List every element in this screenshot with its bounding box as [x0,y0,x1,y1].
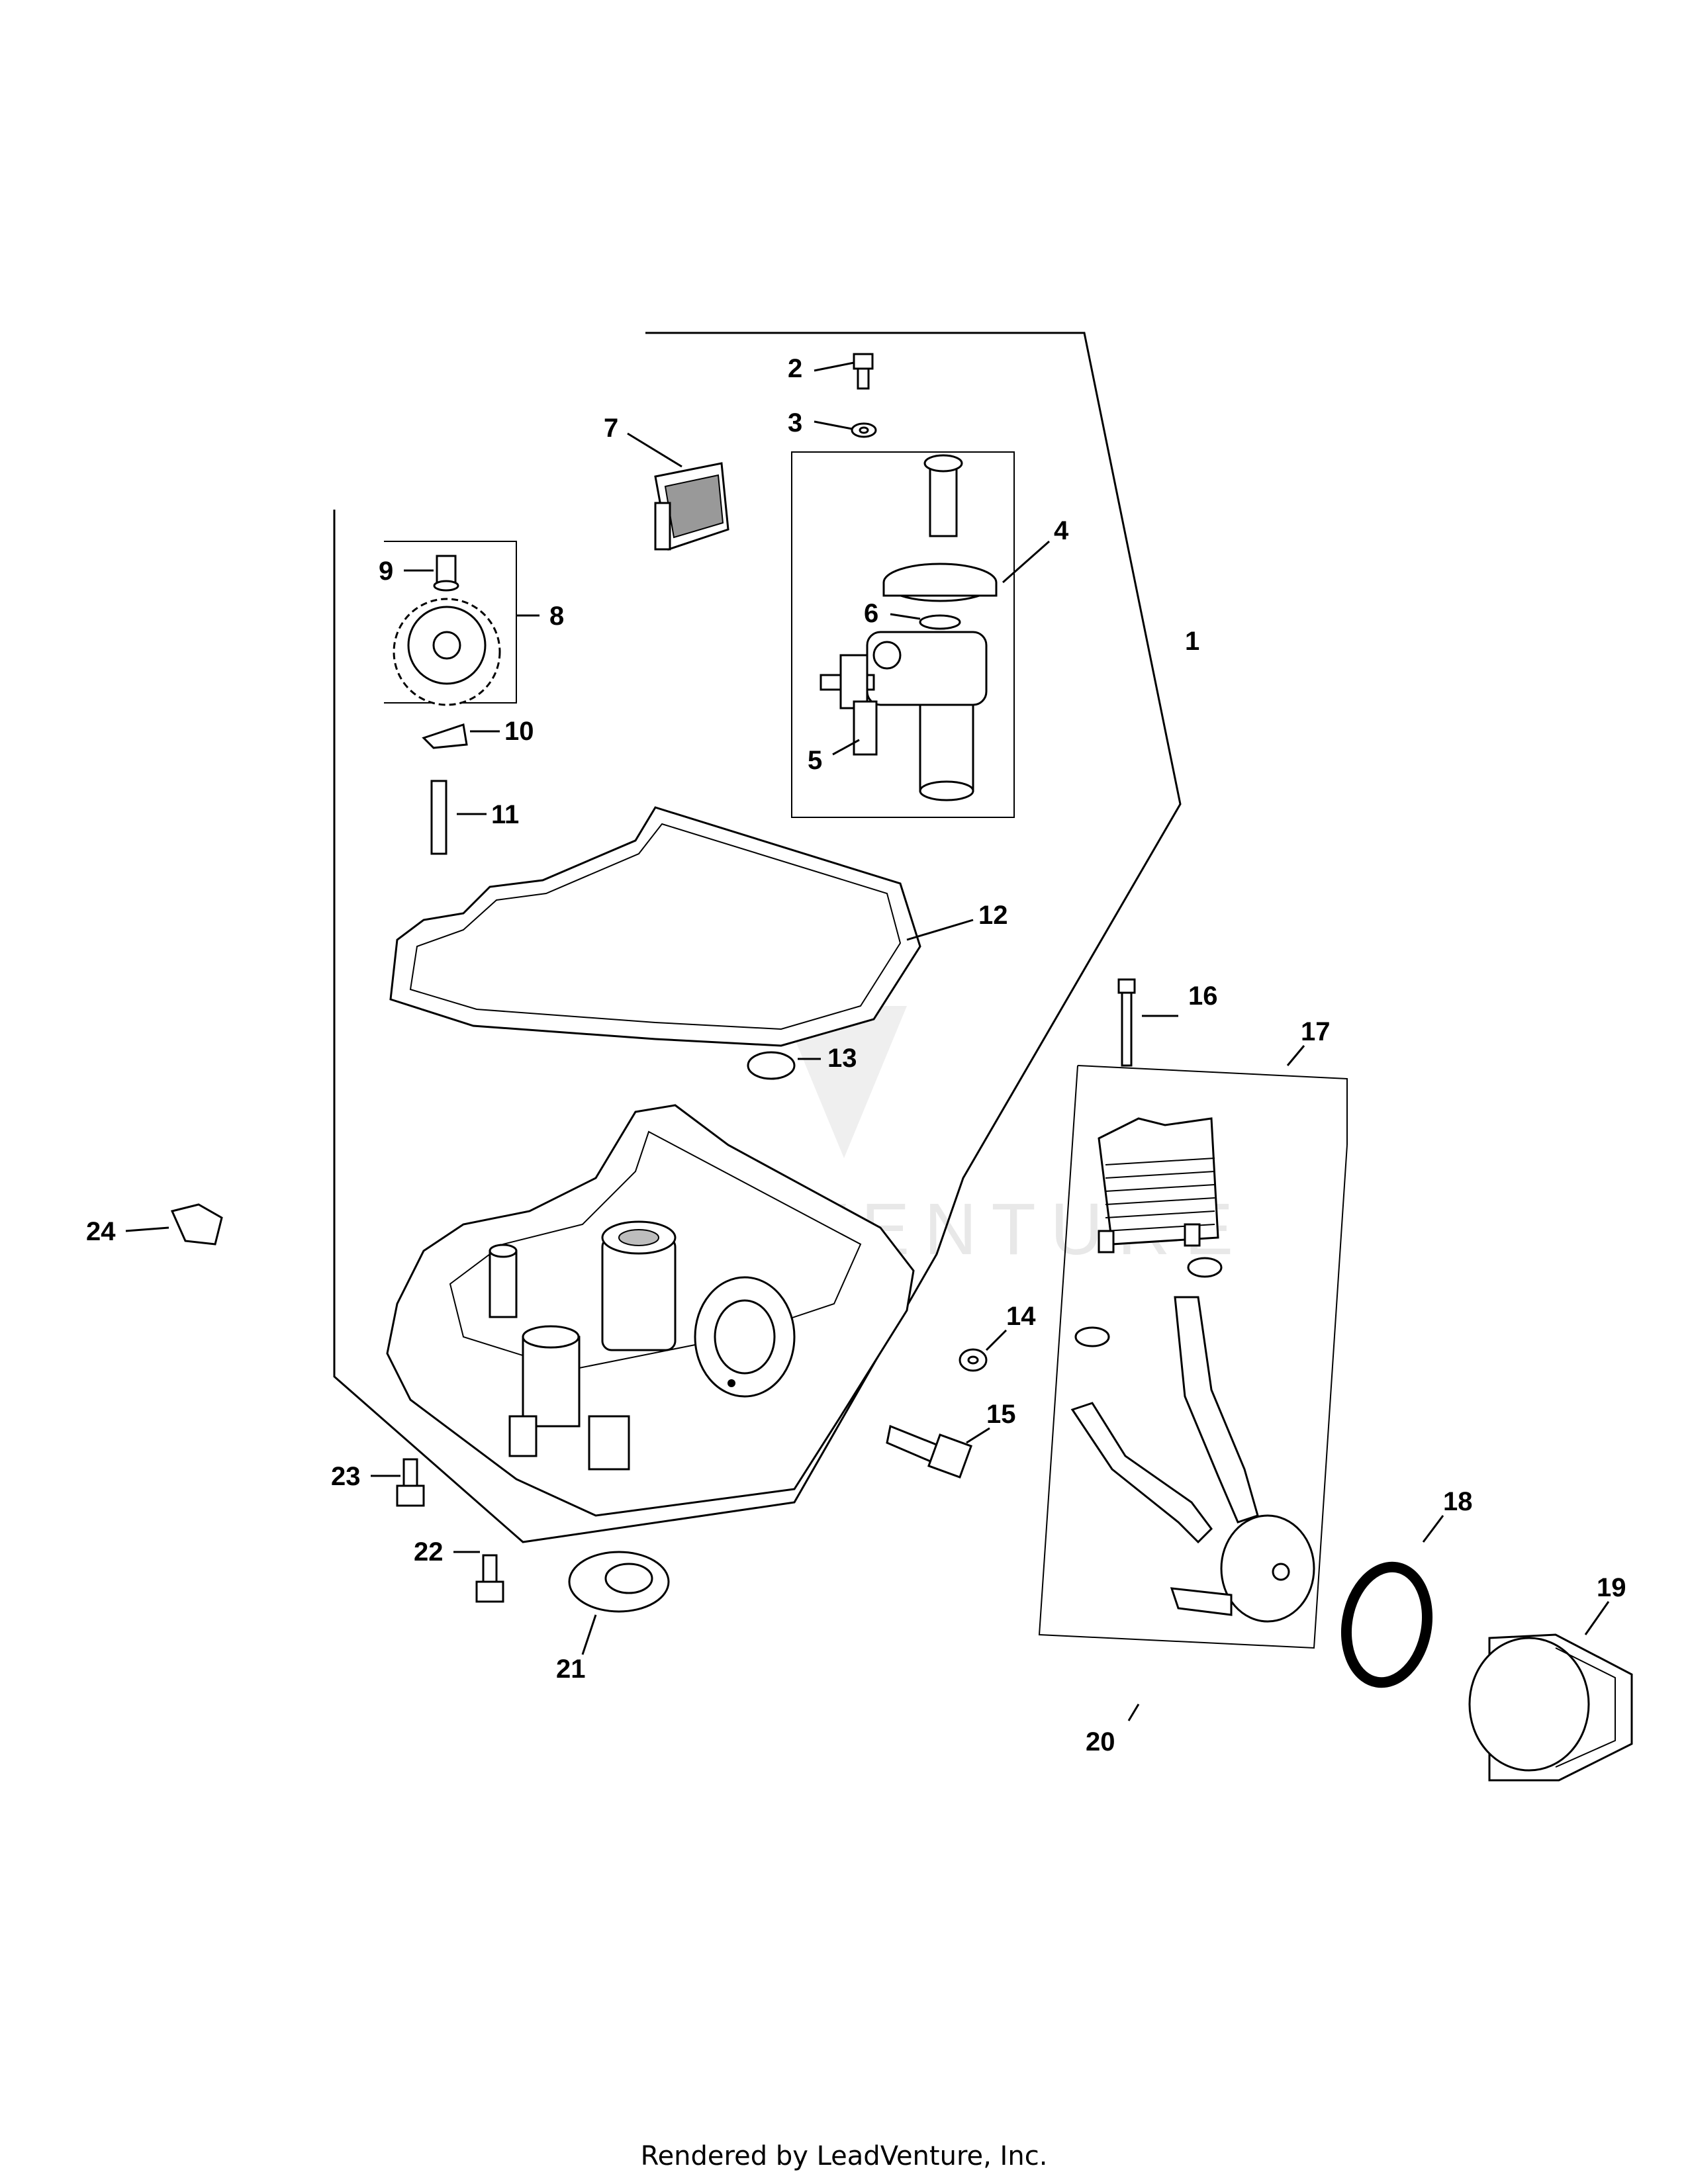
part-9-pin [404,555,459,592]
part-12-gasket [389,806,974,1047]
part-15-fitting [886,1424,990,1479]
callout-17: 17 [1301,1017,1331,1046]
callout-1: 1 [1185,627,1199,656]
oil-pan-housing [386,1104,915,1517]
callout-12: 12 [978,901,1008,930]
part-8-gear [393,598,539,706]
part-3-washer [814,420,877,438]
callout-2: 2 [788,354,802,383]
callout-labels: 1 2 3 4 5 6 7 8 9 10 11 12 13 14 15 16 1… [86,354,1626,1756]
callout-19: 19 [1597,1573,1626,1602]
callout-11: 11 [491,800,519,829]
part-19-oil-filter [1468,1601,1633,1782]
bracket-17 [1077,1065,1348,1145]
callout-15: 15 [986,1400,1016,1429]
part-16-bolt [1117,978,1178,1067]
callout-8: 8 [549,602,564,631]
part-10-plate [422,723,500,749]
part-4-oil-pump-assembly [820,454,1050,801]
part-14-nut [959,1329,1008,1372]
part-18-filter-gasket [1340,1515,1444,1688]
callout-14: 14 [1006,1302,1036,1331]
callout-3: 3 [788,408,802,437]
callout-23: 23 [331,1462,361,1491]
assembly-bracket-1 [333,332,1182,1543]
callout-13: 13 [827,1044,857,1073]
callout-5: 5 [808,746,822,775]
bracket-4 [791,451,1015,818]
callout-10: 10 [504,717,534,746]
part-24-oil-sensor [125,1203,223,1246]
callout-21: 21 [556,1655,586,1684]
callout-9: 9 [379,557,393,586]
callout-22: 22 [414,1537,444,1567]
part-6-gasket [890,613,961,630]
part-20-oil-filter-adapter [1070,1257,1315,1721]
part-2-bolt [814,353,874,390]
part-5-pump-rotor [832,739,860,756]
callout-16: 16 [1188,981,1218,1011]
footer-credit: Rendered by LeadVenture, Inc. [640,2141,1048,2171]
callout-20: 20 [1086,1727,1115,1756]
part-22-screw [453,1551,504,1603]
part-23-screw [371,1458,425,1507]
callout-7: 7 [604,414,618,443]
part-7-pickup-screen [627,432,729,551]
part-17-oil-cooler [1098,1045,1305,1253]
part-11-dowel-pin [430,780,487,855]
part-13-o-ring [747,1051,821,1080]
bracket-20 [1038,1065,1348,1649]
callout-6: 6 [864,599,878,628]
part-21-seal [568,1551,670,1655]
callout-4: 4 [1054,516,1069,545]
callout-24: 24 [86,1217,116,1246]
callout-18: 18 [1443,1487,1473,1516]
